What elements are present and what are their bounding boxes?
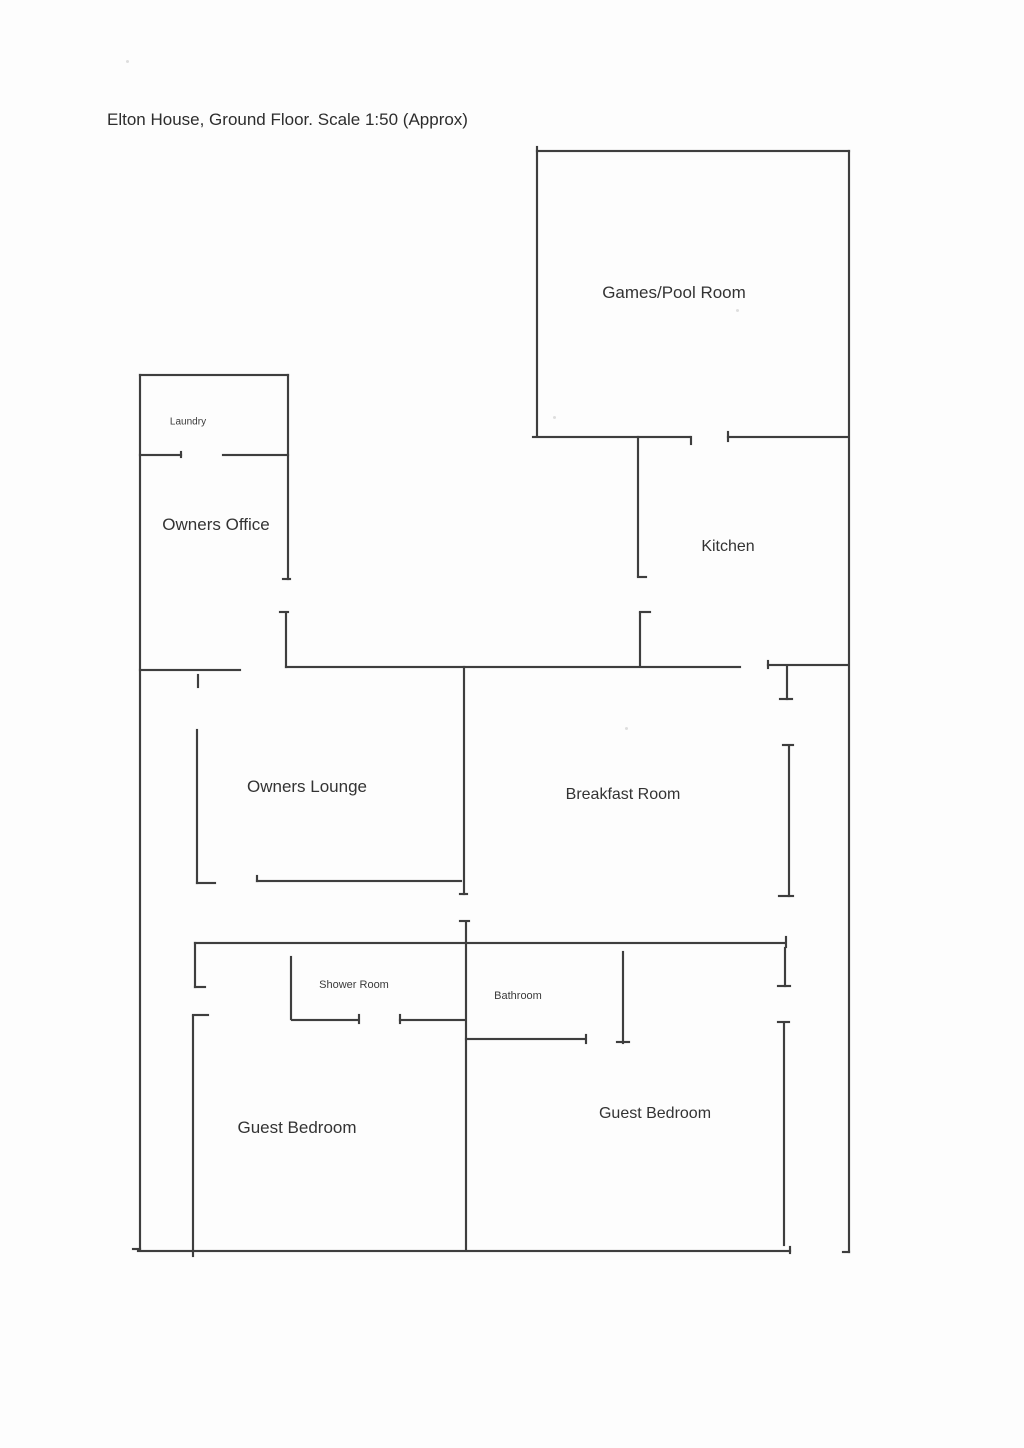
room-label-laundry: Laundry	[169, 416, 207, 428]
wall-lounge-bottom	[256, 880, 462, 882]
door-jamb-bathroom	[585, 1034, 587, 1044]
room-label-breakfast-room: Breakfast Room	[565, 786, 681, 803]
wall-games-top	[536, 150, 850, 152]
door-jamb-office-lower	[279, 611, 289, 613]
wall-laundry-divider-left	[139, 454, 182, 456]
wall-kitchen-left-upper	[637, 436, 639, 577]
wall-bathroom-bottom	[465, 1038, 586, 1040]
scan-speckle	[126, 60, 129, 63]
door-jamb-games-left	[690, 436, 692, 445]
wall-kitchen-left-lower	[639, 612, 641, 667]
wall-laundry-divider-right	[222, 454, 289, 456]
wall-outer-bottom	[137, 1250, 791, 1252]
wall-games-bottom-right	[727, 436, 849, 438]
wall-corridor-stub-foot	[194, 986, 206, 988]
room-label-owners-lounge: Owners Lounge	[246, 777, 368, 796]
wall-bedrooms-top-end-tick	[785, 936, 787, 948]
wall-outer-right-foot	[842, 1251, 850, 1253]
door-leaf-office	[197, 674, 199, 688]
door-leaf-kitchen-hall-foot	[779, 698, 793, 700]
door-leaf-kitchen-hall	[786, 666, 788, 700]
wall-corridor-top-mid	[285, 666, 741, 668]
wall-central-lower-head	[459, 920, 470, 922]
door-jamb-kitchen-upper	[637, 576, 647, 578]
wall-central-upper	[463, 666, 465, 895]
plan-title: Elton House, Ground Floor. Scale 1:50 (A…	[107, 110, 468, 129]
scan-speckle	[625, 727, 628, 730]
scan-speckle	[736, 309, 739, 312]
wall-bedrooms-top	[194, 942, 786, 944]
wall-lounge-left-foot	[196, 882, 216, 884]
wall-central-upper-foot	[459, 893, 468, 895]
door-jamb-kitchen-lower	[639, 611, 651, 613]
wall-outer-left	[139, 374, 141, 1251]
scan-speckle	[553, 416, 556, 419]
wall-central-lower	[465, 921, 467, 1251]
door-jamb-laundry	[180, 451, 182, 458]
room-label-kitchen: Kitchen	[701, 538, 755, 555]
wall-corridor-stub-left	[194, 942, 196, 988]
wall-bathroom-right-foot	[616, 1041, 630, 1043]
wall-corridor-top-right	[767, 664, 849, 666]
room-label-shower-room: Shower Room	[319, 979, 389, 991]
door-jamb-games-right	[727, 431, 729, 442]
wall-office-right-lower	[285, 612, 287, 668]
room-label-owners-office: Owners Office	[162, 515, 270, 534]
room-label-guest-bedroom-left: Guest Bedroom	[237, 1118, 357, 1137]
wall-games-left	[536, 146, 538, 437]
wall-corridor-top-left	[139, 669, 241, 671]
wall-outer-bottom-end-tick	[789, 1246, 791, 1254]
wall-hallway-foot-tick	[778, 895, 794, 897]
wall-office-right-upper	[287, 374, 289, 580]
wall-bathroom-right	[622, 951, 624, 1044]
wall-shower-bottom-right	[399, 1019, 466, 1021]
door-jamb-lounge-bottom	[256, 875, 258, 882]
wall-bedroom-left-wall	[192, 1015, 194, 1257]
wall-laundry-top	[139, 374, 289, 376]
wall-games-bottom-left	[532, 436, 691, 438]
wall-shower-left	[290, 956, 292, 1020]
door-leaf-right-hall	[784, 947, 786, 987]
wall-bedroom-right-wall	[783, 1022, 785, 1246]
wall-hallway-inner	[788, 745, 790, 897]
wall-outer-right	[848, 150, 850, 1253]
wall-lounge-left	[196, 729, 198, 884]
wall-outer-left-foot	[132, 1248, 141, 1250]
room-label-games-pool: Games/Pool Room	[602, 283, 746, 302]
wall-shower-bottom-left	[291, 1019, 359, 1021]
wall-bedroom-left-head-tick	[192, 1014, 209, 1016]
door-jamb-office-upper	[282, 578, 291, 580]
room-label-guest-bedroom-right: Guest Bedroom	[598, 1105, 712, 1122]
room-label-bathroom: Bathroom	[494, 990, 542, 1002]
door-leaf-right-hall-foot	[777, 985, 791, 987]
door-jamb-shower-left	[358, 1014, 360, 1024]
